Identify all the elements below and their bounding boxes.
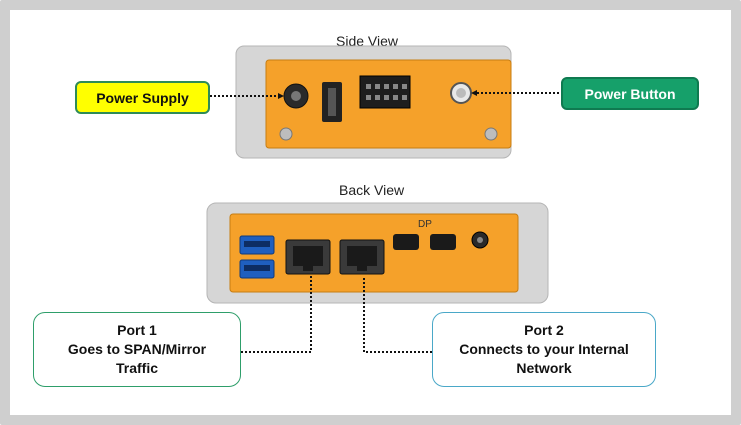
connector-lines: [210, 92, 561, 353]
dp-port-label: DP: [418, 219, 432, 230]
port2-desc-line2: Network: [516, 360, 572, 376]
side-view-title: Side View: [336, 33, 399, 49]
back-view-title: Back View: [339, 182, 405, 198]
port1-desc-line1: Goes to SPAN/Mirror: [67, 341, 207, 357]
power-button-label: Power Button: [584, 85, 676, 102]
power-supply-label: Power Supply: [96, 89, 189, 106]
port2-title: Port 2: [524, 322, 564, 338]
power-button-callout: Power Button: [561, 77, 699, 110]
port1-title: Port 1: [117, 322, 157, 338]
minidp-port-2: [430, 234, 456, 250]
back-view-device: [206, 202, 549, 304]
port2-callout: Port 2 Connects to your Internal Network: [432, 312, 656, 387]
port2-desc-line1: Connects to your Internal: [459, 341, 629, 357]
side-view-device: [235, 45, 512, 159]
port1-callout: Port 1 Goes to SPAN/Mirror Traffic: [33, 312, 241, 387]
power-supply-callout: Power Supply: [75, 81, 210, 114]
pin-header: [359, 75, 411, 109]
minidp-port-1: [393, 234, 419, 250]
port1-desc-line2: Traffic: [115, 360, 158, 376]
